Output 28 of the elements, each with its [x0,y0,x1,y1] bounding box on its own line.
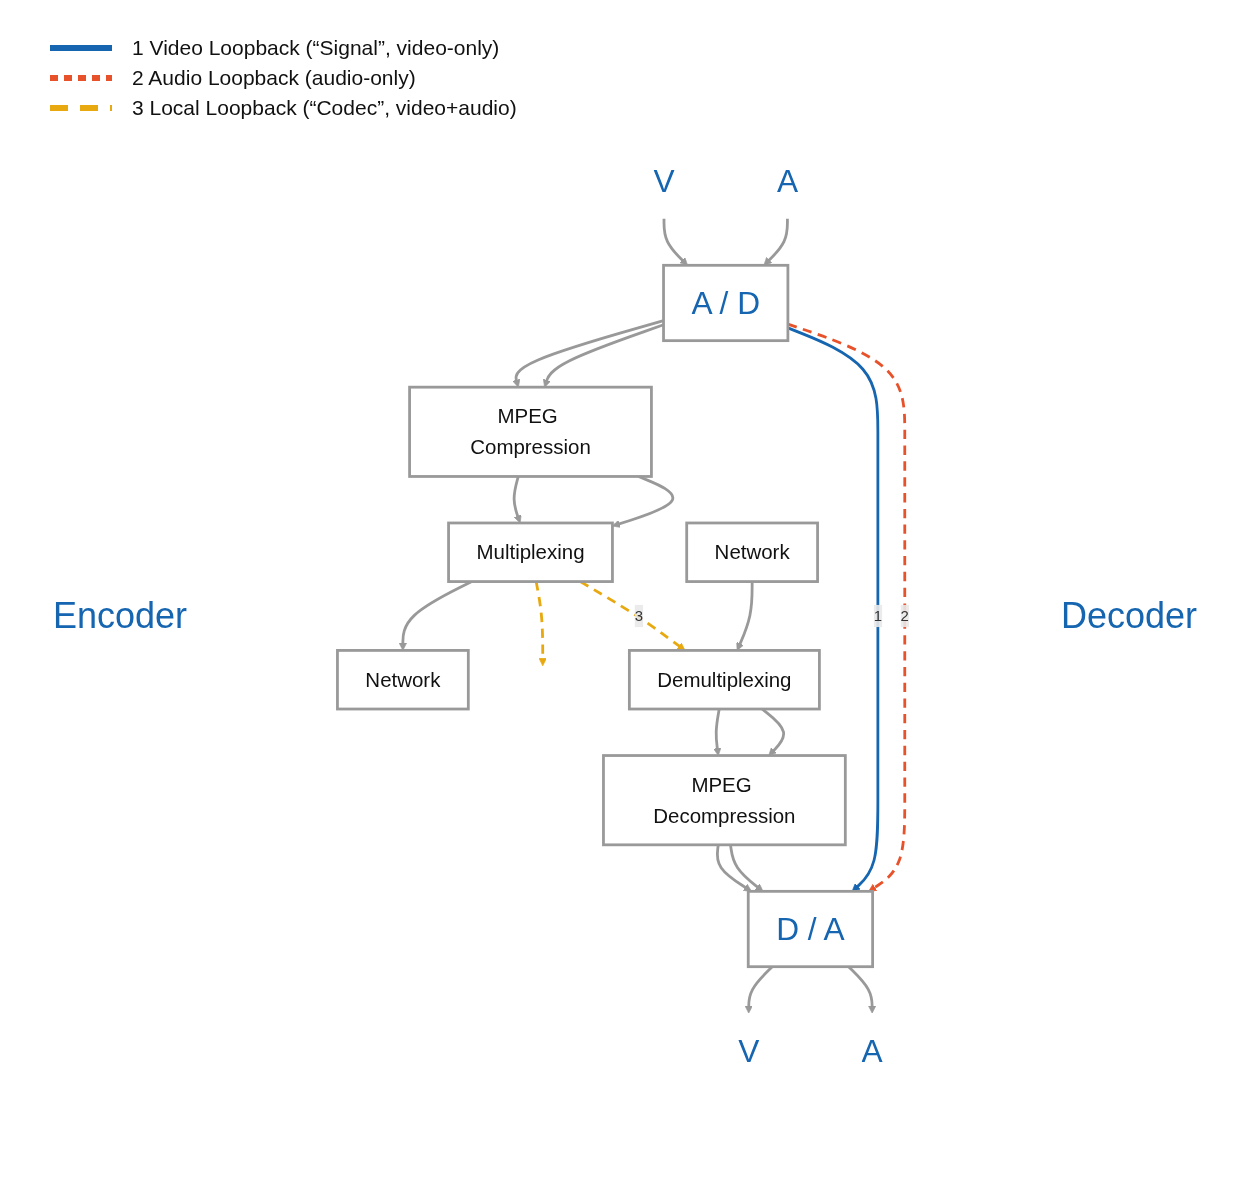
arrow [736,581,754,651]
decoder-label: Decoder [1059,595,1199,637]
arrow [729,844,764,892]
node-box: Network [336,649,471,711]
edge-label: 1 [874,607,883,624]
legend-text: 3 Local Loopback (“Codec”, video+audio) [132,96,517,120]
legend-text: 2 Audio Loopback (audio-only) [132,66,416,90]
arrow [763,218,790,266]
node-box: Network [685,521,820,583]
edge-label: 2 [901,607,910,624]
edge-label: 3 [635,607,644,624]
node-text: A [777,162,799,199]
node-box: Demultiplexing [628,649,822,711]
arrow [543,323,665,388]
legend-text: 1 Video Loopback (“Signal”, video-only) [132,36,500,60]
node-text: V [653,162,676,199]
node-box: A / D [662,263,790,343]
arrow [512,319,665,388]
arrow [535,581,548,667]
node-box: MPEG Compression [408,385,654,478]
arrow [663,218,689,266]
node-box: MPEG Decompression [602,754,848,847]
encoder-label: Encoder [51,595,189,637]
node-text: A [862,1032,884,1069]
arrow [716,844,753,892]
node-box: Multiplexing [447,521,615,583]
node-box: D / A [747,889,875,969]
node-text: V [738,1032,760,1069]
